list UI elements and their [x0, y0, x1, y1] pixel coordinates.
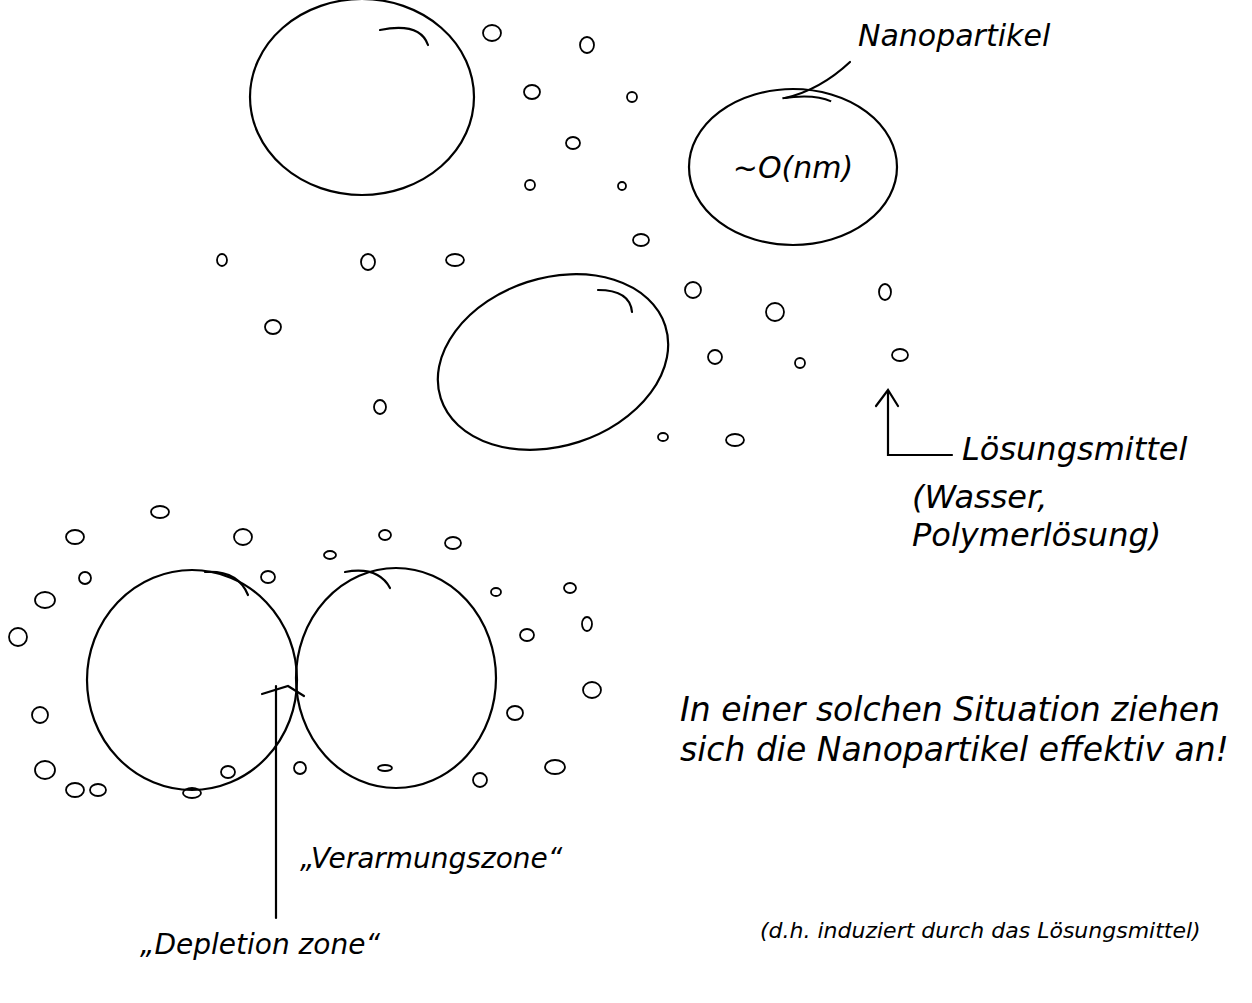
node-text: ~O(nm): [733, 150, 853, 185]
highlight: [345, 571, 390, 588]
leader-line: [785, 62, 850, 98]
highlight: [598, 290, 632, 312]
part-label: (Wasser, Polymerlösung): [912, 478, 1172, 555]
nanoparticle: [296, 568, 496, 788]
particle-ellipse: [689, 89, 897, 245]
zone-label: „Depletion zone“: [140, 928, 380, 962]
particle-node: ~O(nm): [687, 87, 899, 247]
arrow-head: [262, 686, 304, 696]
part-label: Lösungsmittel: [962, 430, 1187, 468]
leader-arrow: [888, 392, 952, 455]
nanoparticle: [415, 246, 691, 479]
nanoparticle: [87, 570, 297, 790]
highlight: [782, 96, 831, 101]
part-label: Nanopartikel: [858, 18, 1050, 54]
arrow-head: [876, 390, 898, 406]
note: In einer solchen Situation ziehen sich d…: [680, 690, 1240, 769]
solvent-molecules: [9, 25, 908, 798]
note: (d.h. induziert durch das Lösungsmittel): [760, 918, 1201, 944]
zone-label: „Verarmungszone“: [300, 842, 562, 876]
nanoparticle: [250, 0, 474, 195]
highlight: [205, 572, 248, 595]
highlight: [380, 28, 428, 45]
leader-line: [275, 686, 277, 918]
